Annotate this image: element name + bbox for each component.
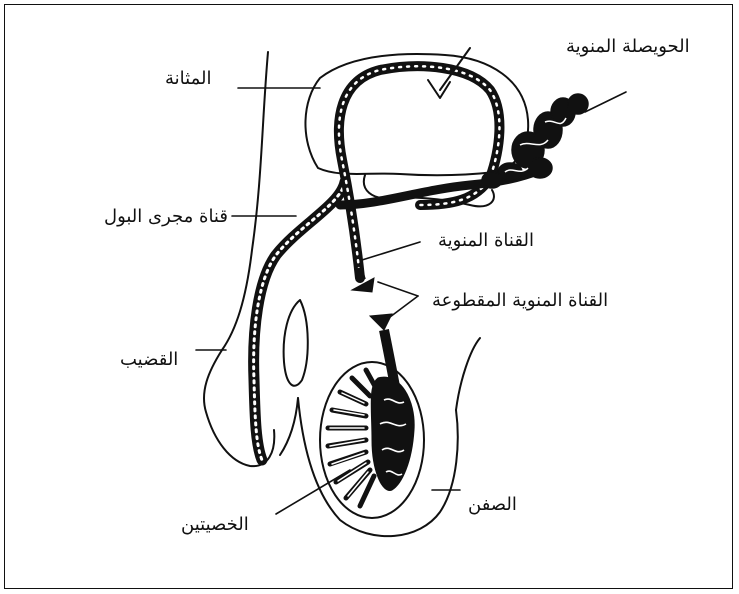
leader-cut-upper [378, 282, 418, 296]
epididymis [371, 377, 414, 490]
penis-outline [284, 300, 308, 386]
scrotum-right [456, 338, 480, 410]
urethra-tube [254, 182, 345, 460]
scrotum-left [280, 398, 298, 455]
label-seminal-vesicle: الحويصلة المنوية [566, 38, 690, 56]
leader-seminal-vesicle [585, 92, 626, 112]
label-bladder: المثانة [165, 70, 211, 88]
cut-end-lower [370, 314, 392, 330]
label-testis: الخصيتين [181, 516, 249, 534]
body-outline [204, 52, 274, 466]
label-scrotum: الصفن [468, 496, 517, 514]
label-vas-deferens: القناة المنوية [438, 232, 534, 250]
label-cut-vas-deferens: القناة المنوية المقطوعة [432, 292, 608, 310]
leader-cut-lower [386, 296, 418, 320]
vas-upper-segment [358, 268, 362, 280]
leader-testis [276, 470, 350, 514]
leader-vas-deferens [362, 242, 420, 260]
label-urethra: قناة مجرى البول [104, 208, 228, 226]
seminiferous-tubules [328, 370, 376, 506]
label-penis: القضيب [120, 351, 178, 369]
